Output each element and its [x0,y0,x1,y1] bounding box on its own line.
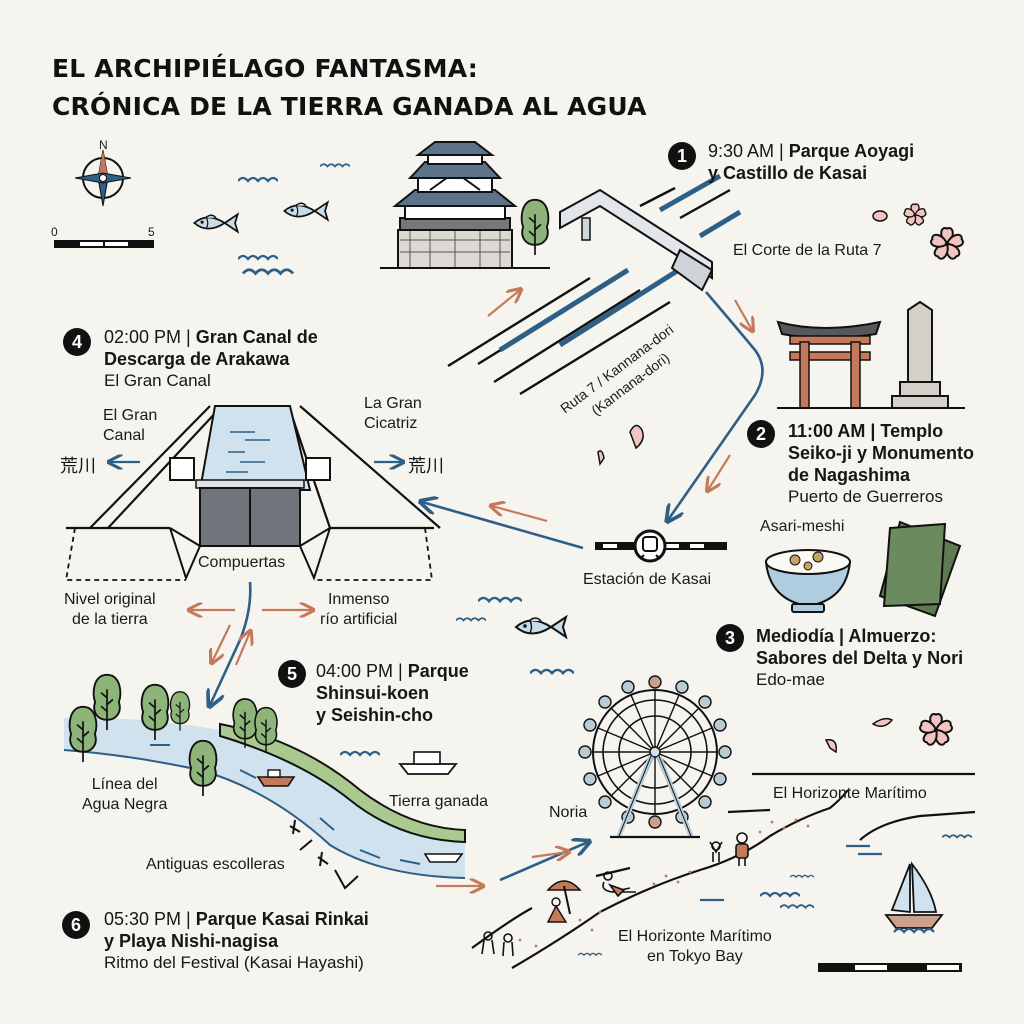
scale-bar-icon [54,240,154,248]
label-original-level: Nivel original de la tierra [64,590,156,630]
stop-2-place-1: Templo [880,421,944,441]
page-title: EL ARCHIPIÉLAGO FANTASMA: CRÓNICA DE LA … [52,50,647,126]
label-gates: Compuertas [198,554,286,571]
pedestrian-bridge-icon [559,188,714,292]
stop-1-card[interactable]: 9:30 AM | Parque Aoyagi y Castillo de Ka… [708,140,914,184]
stop-4-badge: 4 [63,328,91,356]
label-black-water: Línea del Agua Negra [82,775,167,815]
compass-icon [74,149,132,207]
label-horizon-bottom: El Horizonte Marítimo en Tokyo Bay [618,927,772,967]
stop-5-card[interactable]: 04:00 PM | Parque Shinsui-koen y Seishin… [316,660,469,726]
castle-icon [380,141,550,269]
label-reclaimed: Tierra ganada [389,793,489,810]
stop-6-place-1: Parque Kasai Rinkai [195,909,369,929]
label-artificial-river-1: Inmenso [327,591,390,608]
stop-2-place-2: Seiko-ji y Monumento [788,443,975,463]
stop-4-place-2: Descarga de Arakawa [104,349,290,369]
nori-icon [878,520,962,618]
fish-icon [193,213,239,233]
coastline [471,772,976,969]
label-horizon-bottom-1: El Horizonte Marítimo [618,928,772,945]
stop-6-time: 05:30 PM | [104,909,196,929]
label-black-water-1: Línea del [91,776,158,793]
label-asari: Asari-meshi [760,518,845,535]
label-artificial-river-2: río artificial [320,611,398,628]
stop-2-card[interactable]: 11:00 AM | Templo Seiko-ji y Monumento d… [788,420,974,508]
sailboat-icon [884,861,944,934]
stop-2-place-3: de Nagashima [788,465,911,485]
route-blue-station-canal [422,502,584,550]
label-canal-left-1: El Gran [103,407,158,424]
stop-3-subtitle: Edo-mae [756,670,825,689]
label-breakwaters: Antiguas escolleras [146,856,285,873]
stop-3-card[interactable]: Mediodía | Almuerzo: Sabores del Delta y… [756,625,963,691]
monument-icon [891,300,949,409]
stop-4-place-1: Gran Canal de [195,327,318,347]
scale-start-label: 0 [51,225,58,239]
rice-bowl-icon [764,549,852,613]
stop-5-place-3: y Seishin-cho [316,705,434,725]
label-ruta7-cut: El Corte de la Ruta 7 [733,242,882,259]
label-scar: La Gran Cicatriz [364,394,422,434]
stop-2-time: 11:00 AM | [788,421,881,441]
title-line-2: CRÓNICA DE LA TIERRA GANADA AL AGUA [52,92,647,121]
stop-4-time: 02:00 PM | [104,327,196,347]
stop-6-place-2: y Playa Nishi-nagisa [104,931,279,951]
label-artificial-river: Inmenso río artificial [320,590,397,630]
sluice-gate-icon [64,405,441,581]
label-original-level-1: Nivel original [64,591,156,608]
title-line-1: EL ARCHIPIÉLAGO FANTASMA: [52,54,478,83]
tree-icon [520,198,550,257]
route-blue-1-2 [668,291,764,520]
ferris-wheel-icon [578,675,732,839]
label-canal-left-2: Canal [103,427,145,444]
label-ferris: Noria [549,804,588,821]
label-arakawa-right: 荒川 [408,456,444,477]
label-canal-left: El Gran Canal [103,406,157,446]
stop-1-time: 9:30 AM | [708,141,789,161]
stop-1-place-1: Parque Aoyagi [788,141,915,161]
stop-2-badge: 2 [747,420,775,448]
people-icon [481,832,749,957]
label-horizon-bottom-2: en Tokyo Bay [647,948,743,965]
stop-4-subtitle: El Gran Canal [104,371,211,390]
stop-3-time: Mediodía | [756,626,849,646]
stop-6-badge: 6 [62,911,90,939]
stop-3-place-2: Sabores del Delta y Nori [756,648,964,668]
label-scar-2: Cicatriz [364,415,418,432]
river-illustration [63,717,466,879]
stop-4-card[interactable]: 02:00 PM | Gran Canal de Descarga de Ara… [104,326,318,392]
label-horizon-top: El Horizonte Marítimo [773,785,927,802]
stop-1-place-2: y Castillo de Kasai [708,163,868,183]
sakura-icon [902,203,928,227]
label-scar-1: La Gran [364,395,422,412]
stop-5-badge: 5 [278,660,306,688]
stop-5-time: 04:00 PM | [316,661,408,681]
beach-umbrella-icon [546,880,582,923]
label-black-water-2: Agua Negra [82,796,168,813]
stop-6-card[interactable]: 05:30 PM | Parque Kasai Rinkai y Playa N… [104,908,369,974]
scale-end-label: 5 [148,225,155,239]
label-station: Estación de Kasai [583,571,712,588]
stop-6-subtitle: Ritmo del Festival (Kasai Hayashi) [104,953,364,972]
stop-3-place-1: Almuerzo: [848,626,937,646]
stop-2-subtitle: Puerto de Guerreros [788,487,943,506]
label-original-level-2: de la tierra [72,611,148,628]
stop-5-place-1: Parque [407,661,469,681]
torii-icon [776,320,882,409]
stop-3-badge: 3 [716,624,744,652]
stop-1-badge: 1 [668,142,696,170]
boat-icon [256,751,464,863]
train-station-icon [595,529,727,563]
compass-north-label: N [99,138,108,152]
route7-road [447,173,742,396]
stop-5-place-2: Shinsui-koen [316,683,430,703]
label-arakawa-left: 荒川 [60,456,96,477]
